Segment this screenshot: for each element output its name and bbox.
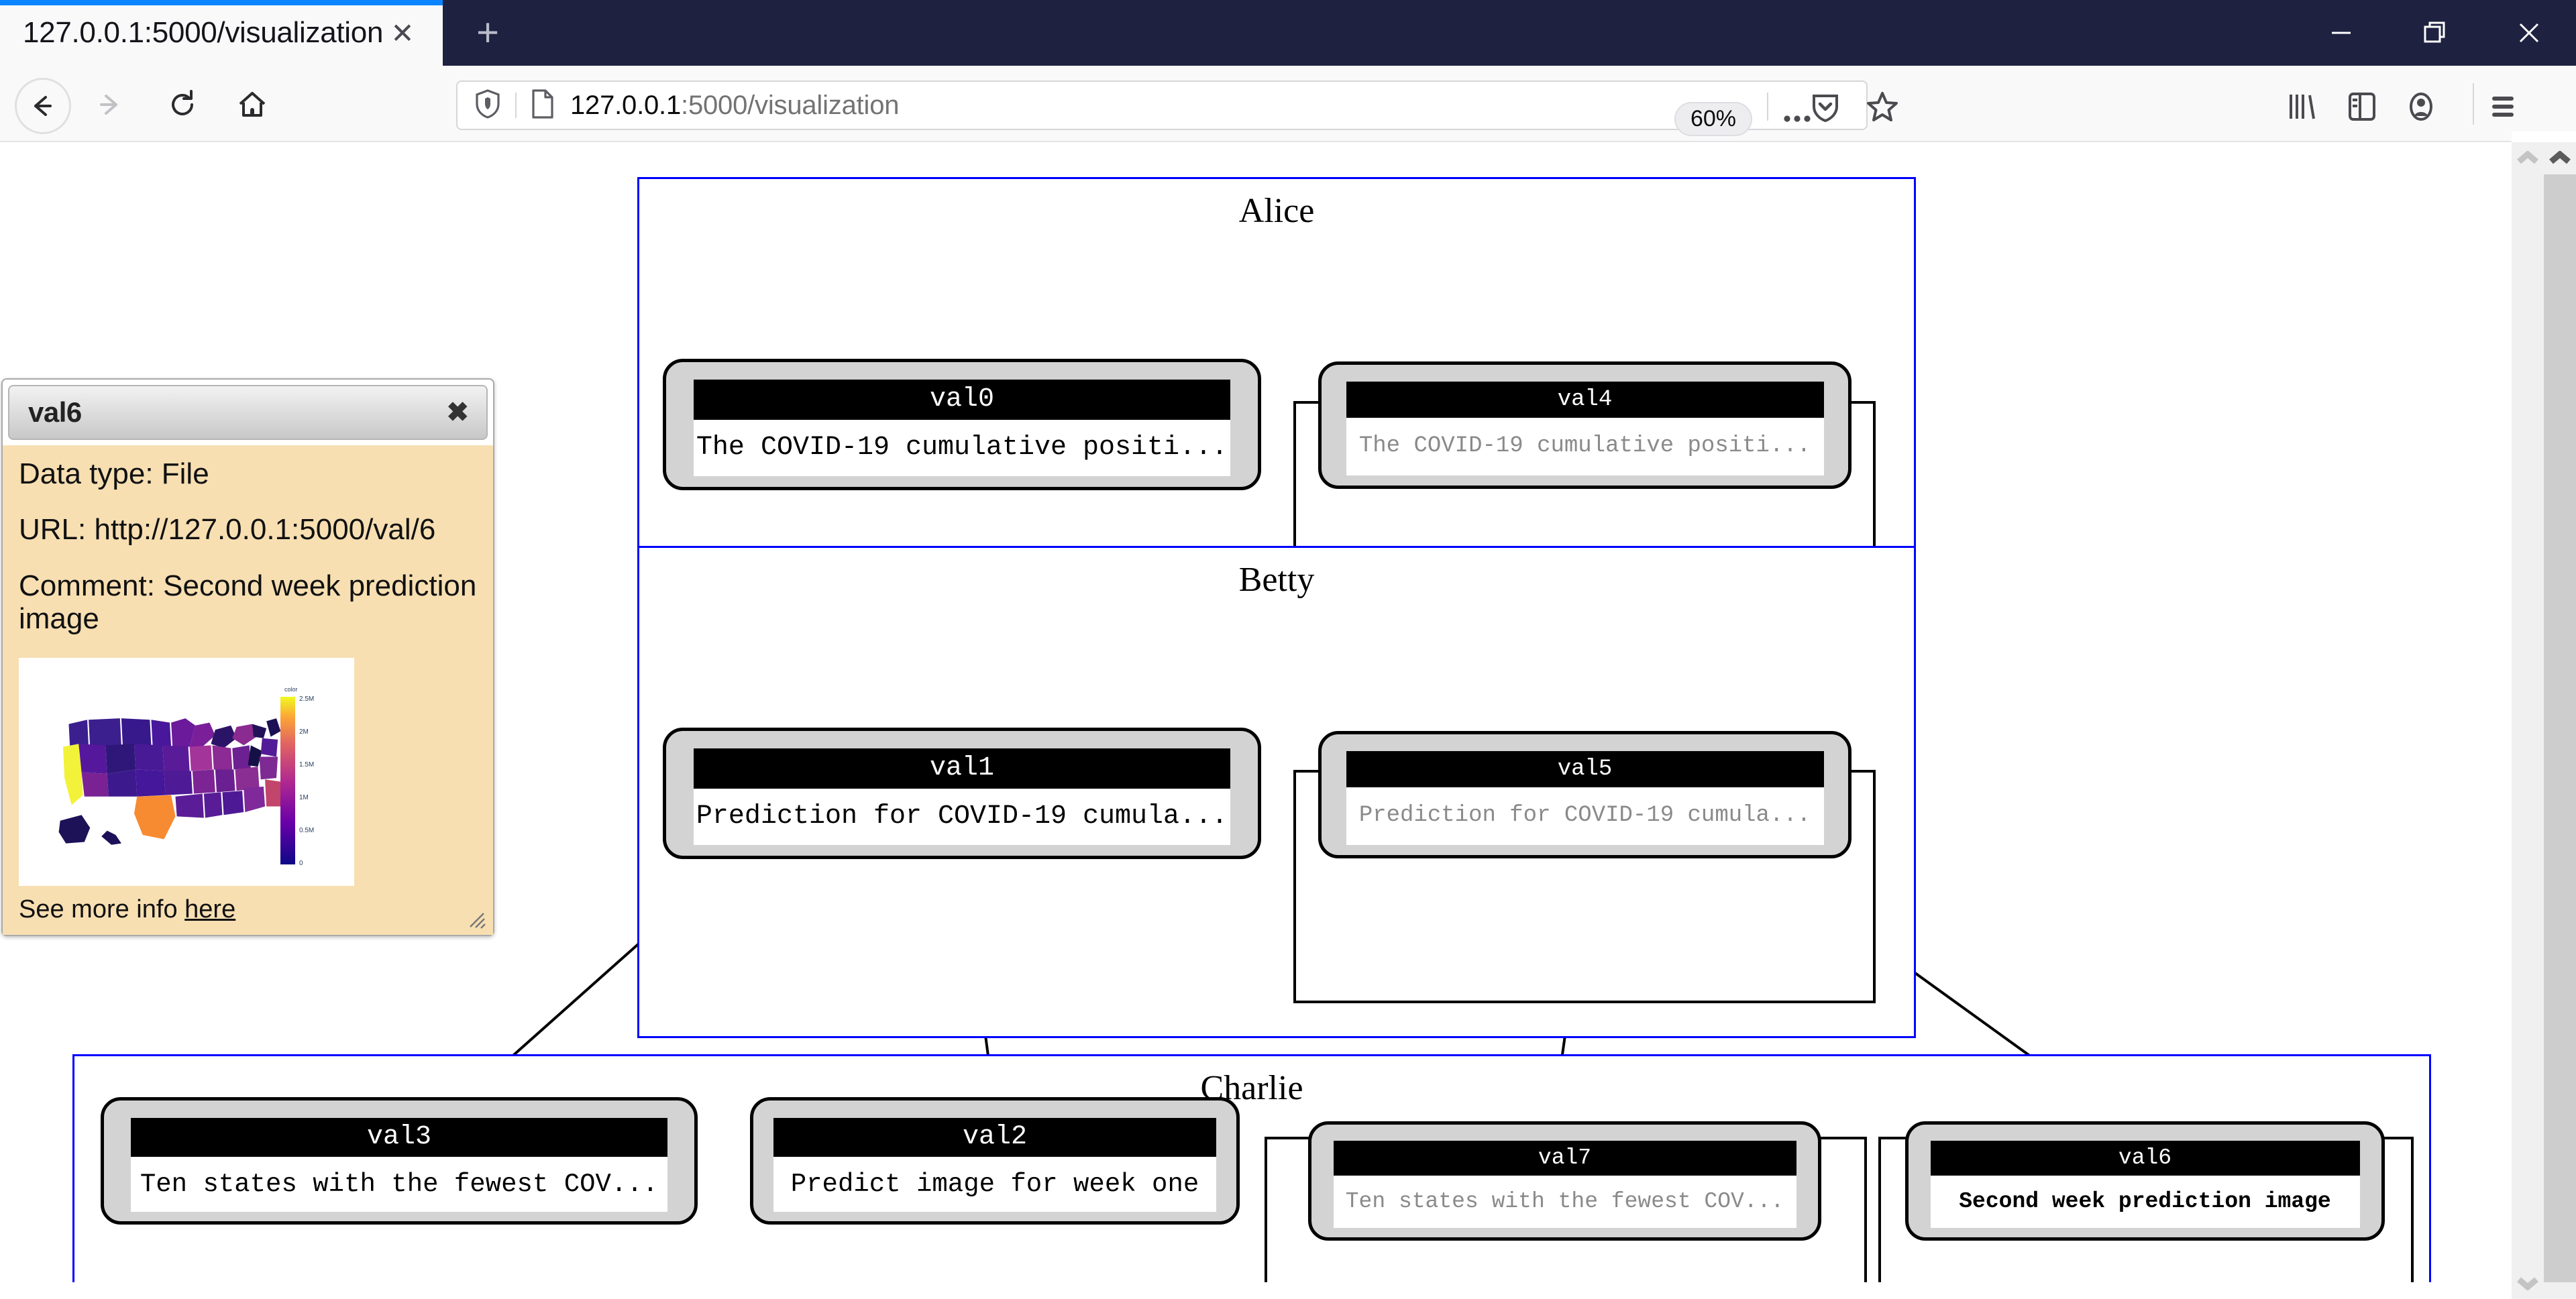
cluster-title-betty: Betty: [1238, 561, 1315, 599]
address-divider: [515, 93, 517, 118]
node-val3-inner: val3 Ten states with the fewest COV...: [131, 1118, 667, 1212]
toolbar-separator: [2473, 83, 2474, 125]
info-popup-title: val6: [28, 396, 82, 428]
node-val3[interactable]: val3 Ten states with the fewest COV...: [101, 1097, 698, 1225]
info-data-type: Data type: File: [19, 457, 209, 490]
node-val6[interactable]: val6 Second week prediction image: [1905, 1121, 2385, 1241]
node-val6-inner: val6 Second week prediction image: [1930, 1141, 2360, 1228]
shield-icon: [474, 89, 502, 123]
address-bar-text: 127.0.0.1:5000/visualization: [570, 90, 900, 121]
node-val4-body: The COVID-19 cumulative positi...: [1358, 433, 1811, 459]
node-val7-header: val7: [1333, 1141, 1796, 1176]
info-popup-header[interactable]: val6 ✖: [8, 385, 488, 440]
resize-handle-icon[interactable]: [466, 909, 489, 932]
tab-title: 127.0.0.1:5000/visualization: [23, 16, 384, 49]
inner-vertical-scrollbar[interactable]: [2512, 142, 2544, 1299]
sidebar-icon[interactable]: [2341, 87, 2383, 126]
node-val6-body: Second week prediction image: [1959, 1189, 2331, 1214]
cluster-title-alice: Alice: [1238, 192, 1315, 230]
node-val0-inner: val0 The COVID-19 cumulative positi...: [694, 380, 1230, 476]
tab-close-icon[interactable]: ✕: [390, 17, 415, 49]
outer-vertical-scrollbar[interactable]: [2544, 142, 2576, 1299]
close-button[interactable]: [2482, 0, 2576, 66]
reload-icon[interactable]: [158, 80, 207, 129]
page-scrollbar-thumb[interactable]: [2544, 174, 2576, 1282]
back-arrow-icon[interactable]: [15, 78, 71, 134]
scroll-down-icon[interactable]: [2512, 1267, 2544, 1299]
node-val1-inner: val1 Prediction for COVID-19 cumula...: [694, 748, 1230, 845]
page-viewport: Alice label LatestCovidData val0 The COV…: [0, 142, 2512, 1282]
info-popup-body: Data type: File URL: http://127.0.0.1:50…: [3, 445, 493, 936]
toolbar-divider: [1767, 93, 1768, 121]
node-val4-inner: val4 The COVID-19 cumulative positi...: [1346, 382, 1824, 475]
url-host: 127.0.0.1: [570, 90, 682, 120]
node-val3-header: val3: [131, 1118, 667, 1157]
info-popup-val6[interactable]: val6 ✖ Data type: File URL: http://127.0…: [1, 378, 494, 937]
info-popup-footer: See more info here: [19, 895, 477, 928]
node-val0-body: The COVID-19 cumulative positi...: [696, 433, 1228, 463]
node-val0[interactable]: val0 The COVID-19 cumulative positi...: [663, 359, 1261, 490]
node-val5-header: val5: [1346, 751, 1824, 787]
tab-active-indicator: [0, 0, 443, 5]
node-val7[interactable]: val7 Ten states with the fewest COV...: [1308, 1121, 1821, 1241]
node-val0-header: val0: [694, 380, 1230, 420]
navigation-toolbar: 127.0.0.1:5000/visualization 60%: [0, 66, 2576, 142]
page-document-icon: [530, 89, 555, 123]
node-val1[interactable]: val1 Prediction for COVID-19 cumula...: [663, 728, 1261, 859]
url-path: :5000/visualization: [681, 90, 900, 120]
pocket-icon[interactable]: [1805, 87, 1846, 126]
graph-canvas: Alice label LatestCovidData val0 The COV…: [0, 142, 2512, 1282]
window-controls: [2294, 0, 2576, 66]
home-icon[interactable]: [228, 80, 276, 129]
node-val5-body: Prediction for COVID-19 cumula...: [1358, 803, 1811, 828]
scrollbar-gutter: [2512, 131, 2576, 142]
node-val5-inner: val5 Prediction for COVID-19 cumula...: [1346, 751, 1824, 845]
thumbnail-choropleth-map[interactable]: color 2.5M: [19, 658, 354, 887]
footer-text: See more info: [19, 895, 185, 924]
maximize-button[interactable]: [2388, 0, 2482, 66]
node-val1-body: Prediction for COVID-19 cumula...: [696, 801, 1228, 832]
svg-text:0: 0: [299, 860, 303, 867]
new-tab-button[interactable]: +: [476, 11, 499, 54]
node-val4-header: val4: [1346, 382, 1824, 418]
title-bar: 127.0.0.1:5000/visualization ✕ +: [0, 0, 2576, 66]
svg-text:2.5M: 2.5M: [299, 695, 314, 703]
svg-text:color: color: [284, 686, 298, 693]
more-info-link[interactable]: here: [184, 895, 236, 924]
zoom-level-badge[interactable]: 60%: [1674, 102, 1752, 136]
address-bar[interactable]: 127.0.0.1:5000/visualization 60%: [456, 80, 1868, 136]
svg-text:1.5M: 1.5M: [299, 761, 314, 769]
menu-icon[interactable]: [2482, 87, 2524, 126]
close-icon[interactable]: ✖: [446, 398, 469, 427]
node-val6-header: val6: [1930, 1141, 2360, 1176]
node-val5[interactable]: val5 Prediction for COVID-19 cumula...: [1318, 731, 1851, 858]
node-val2-header: val2: [773, 1118, 1216, 1157]
scroll-up-icon[interactable]: [2512, 142, 2544, 174]
forward-arrow-icon: [85, 80, 133, 129]
svg-text:2M: 2M: [299, 728, 309, 736]
info-comment: Comment: Second week prediction image: [19, 569, 477, 635]
svg-text:1M: 1M: [299, 794, 309, 801]
node-val3-body: Ten states with the fewest COV...: [140, 1170, 659, 1199]
node-val7-body: Ten states with the fewest COV...: [1345, 1189, 1784, 1214]
bookmark-star-icon[interactable]: [1862, 87, 1903, 126]
node-val2-body: Predict image for week one: [790, 1170, 1199, 1199]
node-val1-header: val1: [694, 748, 1230, 789]
node-val2-inner: val2 Predict image for week one: [773, 1118, 1216, 1212]
info-url: URL: http://127.0.0.1:5000/val/6: [19, 513, 436, 547]
ellipsis-icon[interactable]: [1778, 99, 1817, 138]
browser-tab[interactable]: 127.0.0.1:5000/visualization ✕: [0, 0, 443, 66]
account-icon[interactable]: [2400, 87, 2442, 126]
page-scroll-up-icon[interactable]: [2544, 142, 2576, 174]
minimize-button[interactable]: [2294, 0, 2388, 66]
svg-text:0.5M: 0.5M: [299, 827, 314, 834]
node-val7-inner: val7 Ten states with the fewest COV...: [1333, 1141, 1796, 1228]
node-val2[interactable]: val2 Predict image for week one: [750, 1097, 1240, 1225]
library-icon[interactable]: [2281, 87, 2322, 126]
node-val4[interactable]: val4 The COVID-19 cumulative positi...: [1318, 361, 1851, 489]
